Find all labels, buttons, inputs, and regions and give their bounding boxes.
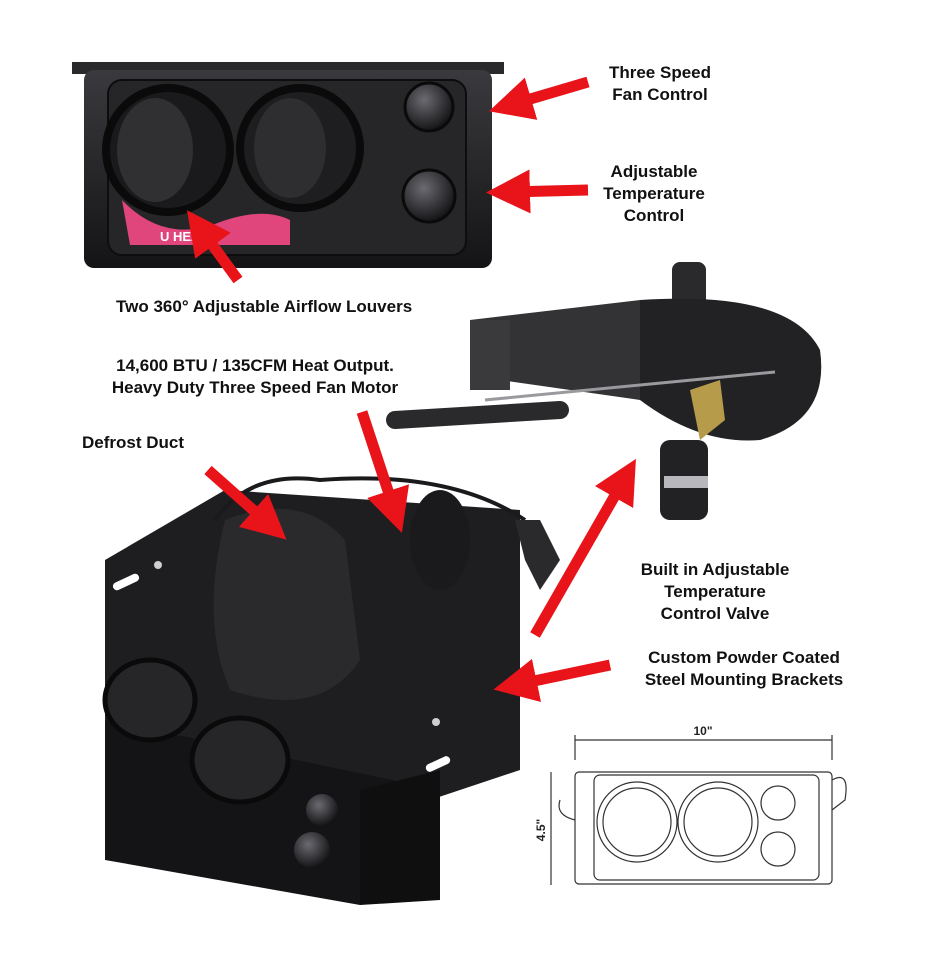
- label-line: Heavy Duty Three Speed Fan Motor: [111, 378, 399, 397]
- label-line: Temperature: [664, 582, 766, 601]
- fan-knob: [403, 81, 455, 133]
- label-line: Temperature: [603, 184, 705, 203]
- label-temp-control: Adjustable Temperature Control: [584, 161, 724, 227]
- height-dimension: 4.5": [534, 819, 548, 841]
- label-line: Control Valve: [660, 604, 770, 623]
- label-heat-output: 14,600 BTU / 135CFM Heat Output. Heavy D…: [80, 355, 430, 399]
- label-line: 14,600 BTU / 135CFM Heat Output.: [116, 356, 394, 375]
- label-line: Fan Control: [612, 85, 708, 104]
- label-line: Adjustable: [610, 162, 698, 181]
- label-line: Control: [623, 206, 685, 225]
- arrow-valve: [530, 458, 636, 638]
- defrost-duct: [213, 508, 360, 700]
- label-louvers: Two 360° Adjustable Airflow Louvers: [116, 297, 413, 316]
- arrow-defrost: [204, 465, 287, 540]
- valve-photo: [386, 262, 822, 520]
- label-line: Built in Adjustable: [640, 560, 790, 579]
- arrow-brackets: [493, 658, 612, 702]
- label-line: Custom Powder Coated: [648, 648, 840, 667]
- arrow-temp: [486, 169, 589, 214]
- front-panel-photo: U HEAT: [72, 62, 504, 268]
- width-dimension: 10": [693, 724, 712, 738]
- dimension-drawing: [550, 735, 847, 885]
- arrow-fan: [488, 76, 590, 120]
- heater-body-photo: [102, 476, 560, 905]
- temp-knob: [401, 168, 457, 224]
- arrow-louvers: [187, 210, 243, 284]
- label-fan-control: Three Speed Fan Control: [590, 62, 730, 106]
- label-line: Three Speed: [608, 63, 712, 82]
- callout-arrows: [187, 76, 636, 702]
- label-brackets: Custom Powder Coated Steel Mounting Brac…: [624, 647, 864, 691]
- label-defrost: Defrost Duct: [82, 433, 185, 452]
- label-line: Steel Mounting Brackets: [644, 670, 844, 689]
- label-valve: Built in Adjustable Temperature Control …: [620, 559, 810, 625]
- arrow-motor: [356, 410, 409, 533]
